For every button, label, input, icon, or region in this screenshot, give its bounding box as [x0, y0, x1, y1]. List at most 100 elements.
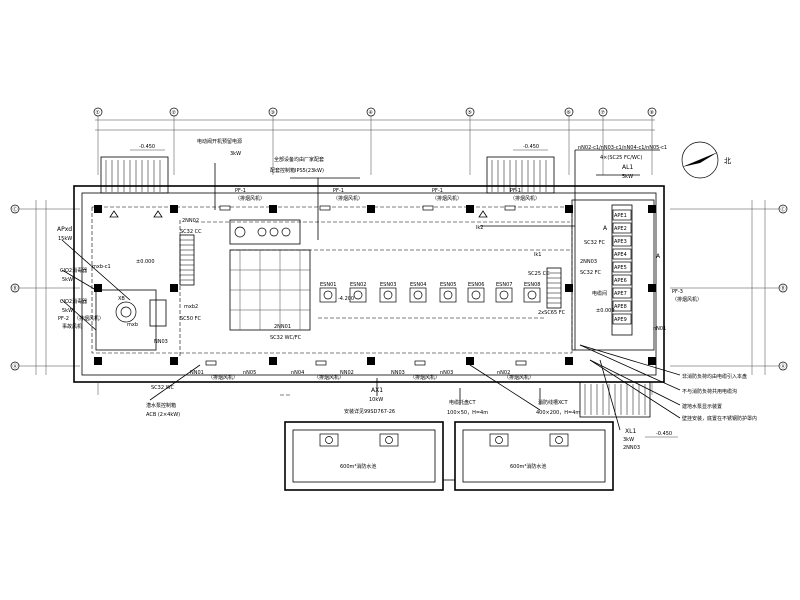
svg-text:APE2: APE2	[614, 226, 627, 232]
ape-panel: APE3	[612, 235, 632, 247]
fan-unit: ESN07	[495, 282, 512, 303]
pump-icon	[379, 433, 399, 447]
svg-text:事故风机: 事故风机	[62, 323, 82, 330]
columns	[94, 205, 656, 365]
stair-hatch-left	[105, 160, 161, 192]
grid-axis-bottom-ticks	[97, 382, 653, 395]
svg-text:-0.450: -0.450	[656, 431, 672, 437]
axis-2: ②	[169, 107, 179, 175]
svg-text:SC32 WC: SC32 WC	[151, 385, 175, 391]
svg-text:Ⓒ: Ⓒ	[13, 206, 18, 213]
grid-axes-sides: Ⓒ Ⓑ Ⓐ Ⓒ Ⓑ Ⓐ	[10, 200, 788, 375]
water-pools: 600m³消防水池 600m³消防水池	[284, 421, 614, 491]
svg-text:（排烟风机）: （排烟风机）	[208, 374, 238, 381]
svg-text:ESN04: ESN04	[410, 282, 426, 288]
axis-4: ④	[366, 107, 376, 175]
svg-text:PF-3: PF-3	[672, 289, 683, 295]
svg-text:400×200，H=4m: 400×200，H=4m	[536, 410, 580, 416]
svg-text:XL1: XL1	[625, 428, 636, 435]
svg-text:APE7: APE7	[614, 291, 627, 297]
svg-text:3kW: 3kW	[623, 437, 634, 443]
svg-text:4×(SC25 FC/WC): 4×(SC25 FC/WC)	[600, 155, 642, 161]
svg-text:2NN01: 2NN01	[274, 324, 291, 330]
fan-unit: ESN01	[319, 282, 336, 303]
fan-unit-row: ESN01 ESN02 ESN03 ESN04 ESN05 ESN06 ESN0…	[318, 282, 545, 319]
svg-text:600m³消防水池: 600m³消防水池	[340, 463, 376, 470]
svg-text:2xSC65 FC: 2xSC65 FC	[538, 310, 566, 316]
svg-text:15kW: 15kW	[58, 236, 72, 242]
fan-unit: ESN05	[439, 282, 456, 303]
pump-icon	[489, 433, 509, 447]
svg-text:ESN05: ESN05	[440, 282, 456, 288]
svg-text:壁挂安装，底置在不锈钢防护罩内: 壁挂安装，底置在不锈钢防护罩内	[682, 415, 757, 422]
svg-text:安装详见99SD767-26: 安装详见99SD767-26	[344, 408, 395, 415]
stair-hatch-right	[491, 160, 547, 192]
svg-text:APE1: APE1	[614, 213, 627, 219]
svg-text:PF-1: PF-1	[235, 188, 246, 194]
svg-text:北: 北	[724, 157, 731, 165]
svg-text:SC32 WC/FC: SC32 WC/FC	[270, 335, 302, 341]
svg-text:APE8: APE8	[614, 304, 627, 310]
svg-text:（排烟风机）: （排烟风机）	[74, 315, 104, 322]
ape-panel: APE4	[612, 248, 632, 260]
svg-text:全部设备均由厂家配套: 全部设备均由厂家配套	[274, 156, 324, 163]
svg-text:5kW: 5kW	[62, 308, 73, 314]
svg-text:Ⓐ: Ⓐ	[13, 363, 18, 370]
svg-text:消防线槽XCT: 消防线槽XCT	[538, 399, 569, 406]
elevation-markers: -0.450 -0.450 ±0.000 ±0.000 -4.200 -0.45…	[130, 144, 678, 438]
axis-6: ⑥	[564, 107, 574, 175]
fan-unit: ESN06	[467, 282, 484, 303]
ape-panel: APE5	[612, 261, 632, 273]
svg-text:nN02-c1/nN03-c1/nN04-c1/nN05-c: nN02-c1/nN03-c1/nN04-c1/nN05-c1	[578, 145, 667, 151]
svg-text:mxb: mxb	[127, 322, 138, 328]
svg-text:2NN03: 2NN03	[623, 445, 640, 451]
svg-text:（排烟风机）: （排烟风机）	[672, 296, 702, 303]
ape-panel: APE9	[612, 313, 632, 325]
axis-label: ④	[369, 110, 374, 116]
pump-icon	[549, 433, 569, 447]
svg-text:APE6: APE6	[614, 278, 627, 284]
svg-text:lk2: lk2	[476, 225, 483, 231]
svg-text:10kW: 10kW	[369, 397, 383, 403]
svg-text:mxb2: mxb2	[184, 304, 198, 310]
svg-text:非消防负荷均由电缆引入本盘: 非消防负荷均由电缆引入本盘	[682, 373, 747, 380]
svg-text:600m³消防水池: 600m³消防水池	[510, 463, 546, 470]
svg-text:ESN01: ESN01	[320, 282, 336, 288]
svg-text:A: A	[603, 225, 608, 232]
axis-label: ①	[96, 110, 101, 116]
svg-text:±0.000: ±0.000	[136, 259, 155, 265]
svg-text:SC32 FC: SC32 FC	[580, 270, 601, 276]
svg-text:nN01: nN01	[653, 326, 666, 332]
svg-text:100×50，H=4m: 100×50，H=4m	[447, 410, 488, 416]
svg-text:±0.000: ±0.000	[596, 308, 615, 314]
svg-text:2NN02: 2NN02	[182, 218, 199, 224]
axis-label: ⑦	[601, 110, 606, 116]
ape-panel: APE2	[612, 222, 632, 234]
svg-text:APE3: APE3	[614, 239, 627, 245]
north-arrow-icon: 北	[681, 141, 731, 179]
axis-label: ③	[271, 110, 275, 116]
svg-text:2NN03: 2NN03	[580, 259, 597, 265]
fan-symbols-top	[109, 205, 527, 366]
svg-text:nN02: nN02	[497, 370, 510, 376]
axis-3: ③	[268, 107, 278, 175]
ape-panel: APE8	[612, 300, 632, 312]
svg-text:5kW: 5kW	[622, 174, 633, 180]
svg-text:AL1: AL1	[622, 164, 633, 171]
svg-text:ESN02: ESN02	[350, 282, 366, 288]
pump-icon	[319, 433, 339, 447]
fan-unit: ESN03	[379, 282, 396, 303]
svg-text:NN03: NN03	[154, 339, 168, 345]
svg-text:PF-1: PF-1	[432, 188, 443, 194]
svg-text:XB: XB	[118, 296, 125, 302]
svg-text:PF-1: PF-1	[333, 188, 344, 194]
inner-stair-left	[180, 239, 194, 281]
svg-text:Ⓐ: Ⓐ	[781, 363, 786, 370]
svg-text:配套控制箱IPS5(23kW): 配套控制箱IPS5(23kW)	[270, 167, 324, 174]
svg-text:3kW: 3kW	[230, 151, 241, 157]
leader-lines	[61, 149, 681, 431]
svg-text:ESN08: ESN08	[524, 282, 540, 288]
axis-label: ⑤	[468, 110, 472, 116]
svg-text:不与消防负荷共用电缆沟: 不与消防负荷共用电缆沟	[682, 388, 737, 395]
